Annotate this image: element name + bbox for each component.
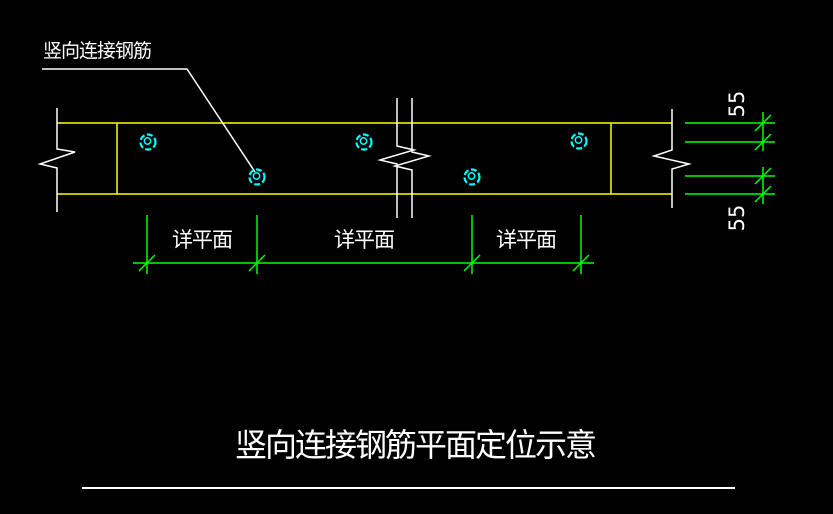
dimension-value-bottom: 55 [725,204,749,232]
rebar-symbol-icon [355,133,373,151]
bottom-dimension-chain [133,215,594,274]
dim-tick-icon [754,133,772,151]
rebar-symbol-icon [139,133,157,151]
dim-tick-icon [754,185,772,203]
callout-leader-line [42,68,256,173]
segment-label-3: 详平面 [496,228,557,252]
dimension-value-top: 55 [725,90,749,118]
break-line-right-icon [651,109,692,208]
rebar-symbols [139,132,588,186]
rebar-symbol-icon [570,132,588,150]
drawing-title: 竖向连接钢筋平面定位示意 [234,426,597,464]
break-line-middle-a-icon [377,98,417,218]
callout-label: 竖向连接钢筋 [43,40,152,62]
rebar-symbol-icon [463,168,481,186]
dim-tick-icon [138,254,156,272]
rebar-symbol-icon [248,168,266,186]
break-lines [37,98,692,218]
dim-tick-icon [248,254,266,272]
wall-plan-outline [57,122,672,195]
break-line-middle-b-icon [392,98,432,218]
segment-label-1: 详平面 [172,228,233,252]
dim-tick-icon [754,167,772,185]
dim-tick-icon [463,254,481,272]
segment-label-2: 详平面 [334,228,395,252]
break-line-left-icon [37,108,76,212]
right-dimension-chain [685,112,775,204]
dim-tick-icon [754,114,772,132]
dim-tick-icon [572,254,590,272]
